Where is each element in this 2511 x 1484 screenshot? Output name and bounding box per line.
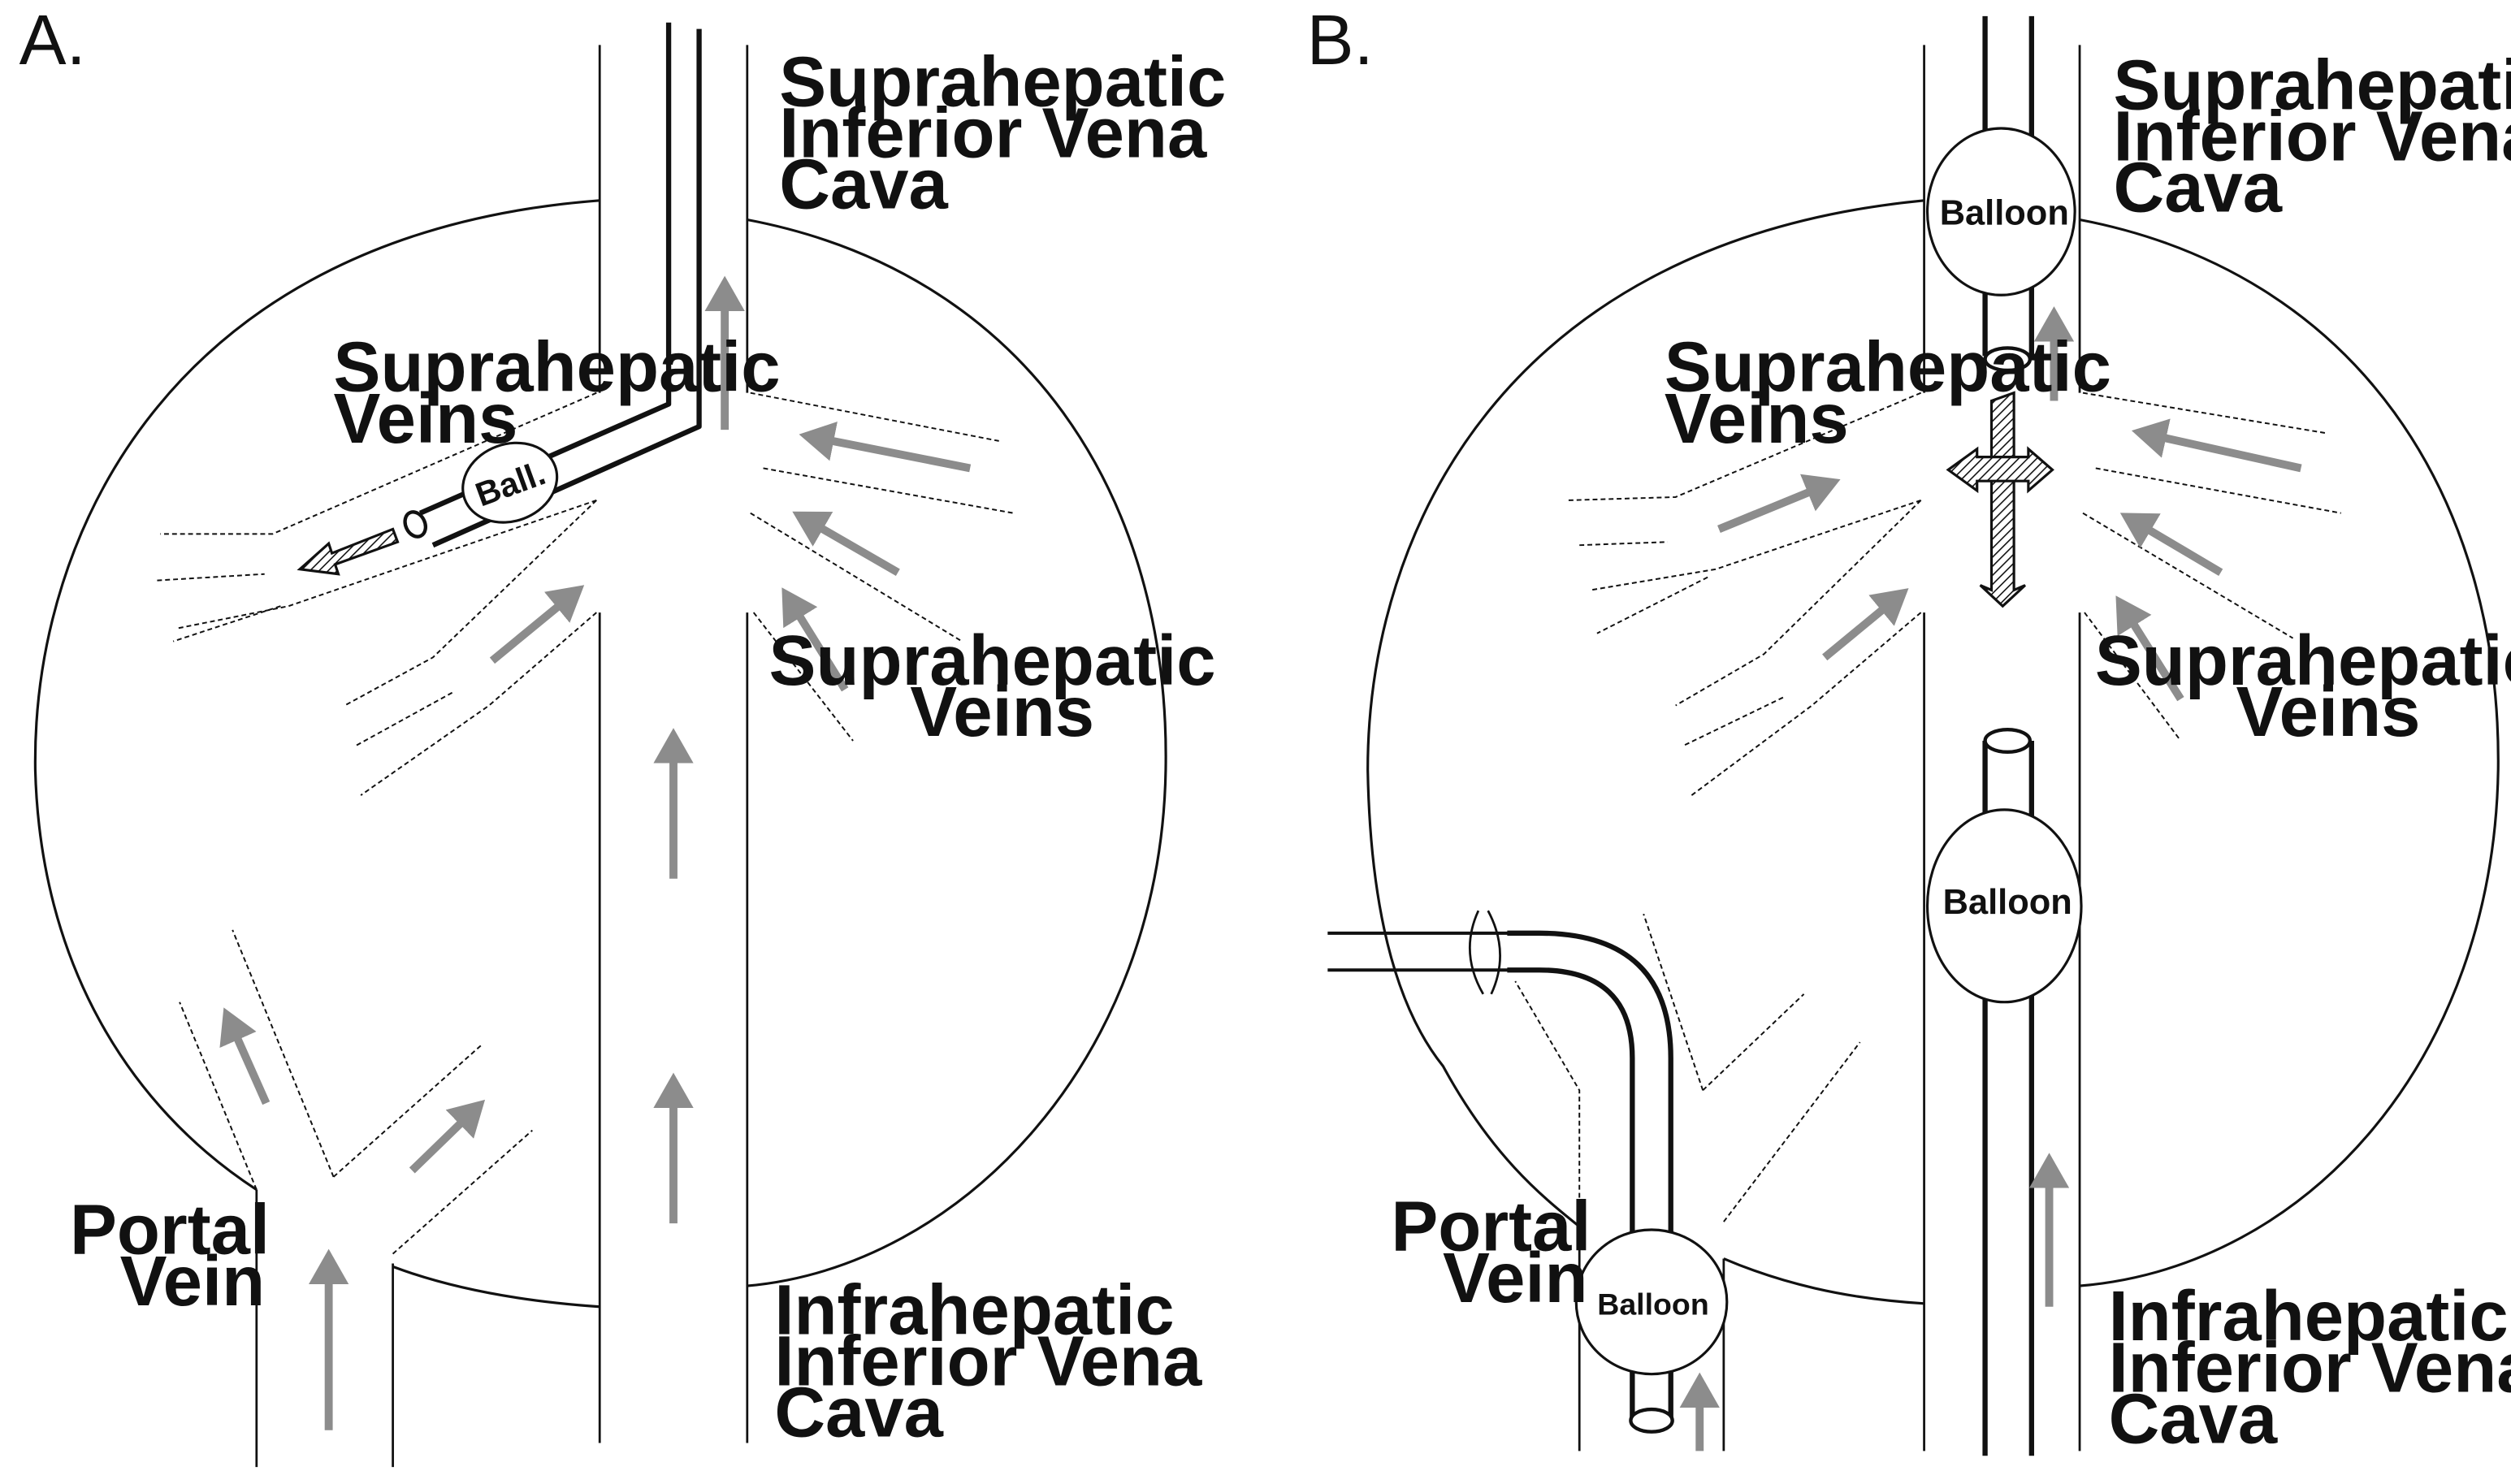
panel-b-balloon-portal-label: Balloon bbox=[1597, 1287, 1709, 1322]
panel-a-catheter-tip bbox=[403, 510, 428, 539]
panel-a-suprahepatic-ivc-label: Suprahepatic Inferior Vena Cava bbox=[779, 42, 1245, 223]
panel-b-suprahepatic-veins-right-label: Suprahepatic Veins bbox=[2095, 621, 2511, 751]
panel-b-balloon-middle-label: Balloon bbox=[1943, 883, 2072, 922]
panel-b-suprahepatic-ivc-label: Suprahepatic Inferior Vena Cava bbox=[2113, 45, 2511, 227]
panel-b-catheter-bottom-tip bbox=[1983, 727, 2033, 754]
panel-a-suprahepatic-veins-left-label: Suprahepatic Veins bbox=[334, 328, 800, 458]
panel-b-flow-arrows bbox=[1679, 306, 2302, 1452]
panel-b-portal-entry-mark bbox=[1468, 910, 1501, 995]
panel-b: B. bbox=[1307, 1, 2511, 1458]
panel-a-portal-vein-walls bbox=[255, 1189, 394, 1468]
panel-a-liver-outline-right bbox=[747, 218, 1167, 1287]
panel-a-balloon bbox=[461, 441, 559, 524]
panel-b-balloon-portal bbox=[1574, 1228, 1729, 1376]
panel-a-ivc-walls bbox=[598, 45, 749, 1443]
panel-a-portal-vein-label: Portal Vein bbox=[70, 1191, 289, 1321]
panel-b-ivc-walls bbox=[1923, 45, 2081, 1452]
panel-b-balloon-middle bbox=[1925, 808, 2083, 1004]
panel-b-hatched-cross-arrow bbox=[1946, 391, 2054, 608]
panel-b-infrahepatic-ivc-label: Infrahepatic Inferior Vena Cava bbox=[2109, 1277, 2511, 1458]
panel-b-portal-catheter-bold bbox=[1507, 930, 1673, 1419]
panel-b-letter: B. bbox=[1307, 1, 1374, 80]
panel-a-dashed-branches bbox=[157, 392, 1014, 1255]
panel-a-suprahepatic-veins-right-label: Suprahepatic Veins bbox=[769, 621, 1236, 751]
panel-b-liver-outline-bottom bbox=[1723, 1257, 1924, 1305]
panel-a-liver-outline-bottom bbox=[392, 1265, 600, 1309]
panel-b-catheter-top-tip bbox=[1983, 346, 2033, 373]
panel-b-portal-vein-label: Portal Vein bbox=[1391, 1188, 1610, 1317]
panel-b-suprahepatic-veins-left-label: Suprahepatic Veins bbox=[1665, 328, 2131, 458]
panel-b-balloon-top-label: Balloon bbox=[1940, 193, 2069, 232]
panel-a-flow-arrows bbox=[219, 275, 972, 1430]
panel-b-balloon-top bbox=[1925, 127, 2076, 296]
panel-b-dashed-branches bbox=[1514, 392, 2341, 1222]
panel-a-infrahepatic-ivc-label: Infrahepatic Inferior Vena Cava bbox=[774, 1270, 1221, 1452]
panel-b-liver-outline bbox=[1366, 199, 1924, 1228]
panel-a-liver-outline bbox=[33, 199, 600, 1191]
panel-a-catheter bbox=[418, 22, 702, 548]
panel-b-portal-catheter-tip bbox=[1629, 1407, 1674, 1434]
panel-a-letter: A. bbox=[19, 1, 86, 80]
panel-a-hatched-arrow bbox=[297, 527, 400, 576]
panel-b-liver-outline-right bbox=[2079, 218, 2500, 1287]
panel-a: A. bbox=[19, 1, 1245, 1468]
